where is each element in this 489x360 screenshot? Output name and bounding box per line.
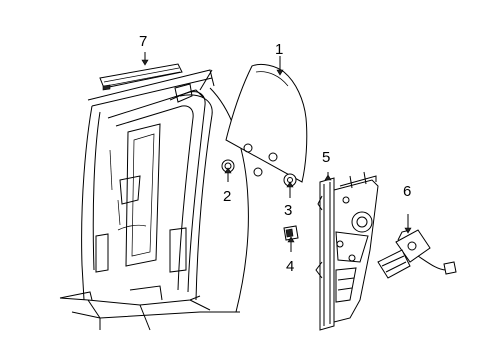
part-7-weatherstrip [99, 63, 183, 91]
body-side-panel [59, 69, 249, 331]
callout-6: 6 [403, 183, 411, 200]
callout-leaders [141, 52, 284, 76]
callout-1: 1 [275, 41, 283, 58]
callout-3: 3 [284, 202, 292, 219]
part-2-nut [221, 159, 235, 182]
callout-2: 2 [223, 188, 231, 205]
part-5-window-regulator [315, 171, 379, 331]
part-1-door-glass [225, 63, 308, 183]
part-3-grommet [283, 173, 297, 198]
part-4-clip [283, 225, 299, 252]
callout-7: 7 [139, 33, 147, 50]
callout-4: 4 [286, 258, 294, 275]
part-6-motor [377, 214, 457, 279]
callout-5: 5 [322, 149, 330, 166]
